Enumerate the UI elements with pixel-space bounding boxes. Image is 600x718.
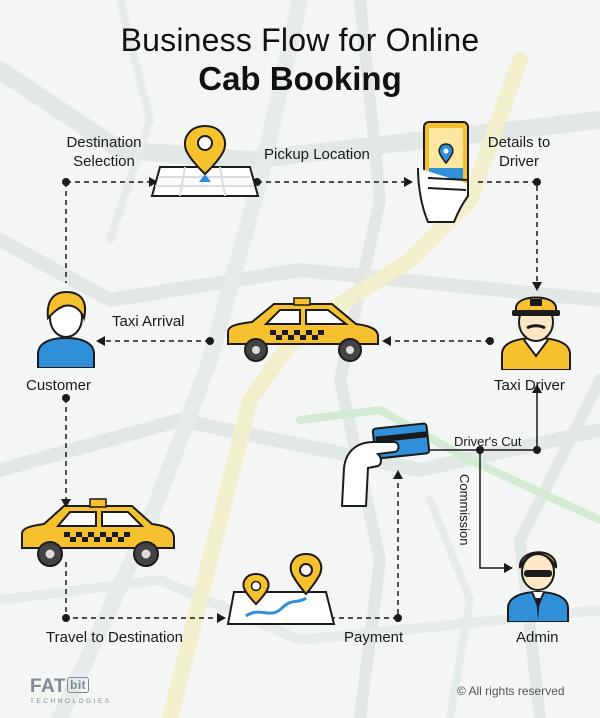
label-admin: Admin [516, 629, 559, 646]
admin-icon [507, 551, 569, 622]
map-pin-icon [150, 124, 260, 197]
map-route-icon [226, 552, 336, 625]
label-destination-selection: Destination Selection [66, 134, 142, 170]
label-details-to-driver: Details to Driver [487, 134, 551, 170]
card-hand-icon [340, 422, 431, 507]
page-title-line-1: Business Flow for Online [120, 22, 480, 58]
fatbit-logo-subtitle: TECHNOLOGIES [30, 698, 112, 705]
label-drivers-cut: Driver's Cut [454, 434, 522, 449]
copyright-text: © All rights reserved [457, 684, 565, 698]
taxi-car-icon [21, 498, 175, 567]
label-pickup-location: Pickup Location [264, 146, 370, 163]
label-taxi-arrival: Taxi Arrival [112, 313, 185, 330]
label-payment: Payment [344, 629, 404, 646]
connector-commission [479, 450, 505, 569]
taxi-driver-icon [501, 296, 571, 370]
connector-details-driver [478, 181, 538, 283]
label-commission: Commission [457, 474, 472, 546]
label-travel-to-destination: Travel to Destination [46, 629, 184, 646]
label-taxi-driver: Taxi Driver [494, 377, 565, 394]
customer-icon [37, 290, 95, 368]
phone-hand-icon [417, 121, 469, 223]
page-title-line-2: Cab Booking [198, 60, 402, 97]
taxi-car-icon [227, 297, 379, 362]
label-customer: Customer [26, 377, 92, 394]
